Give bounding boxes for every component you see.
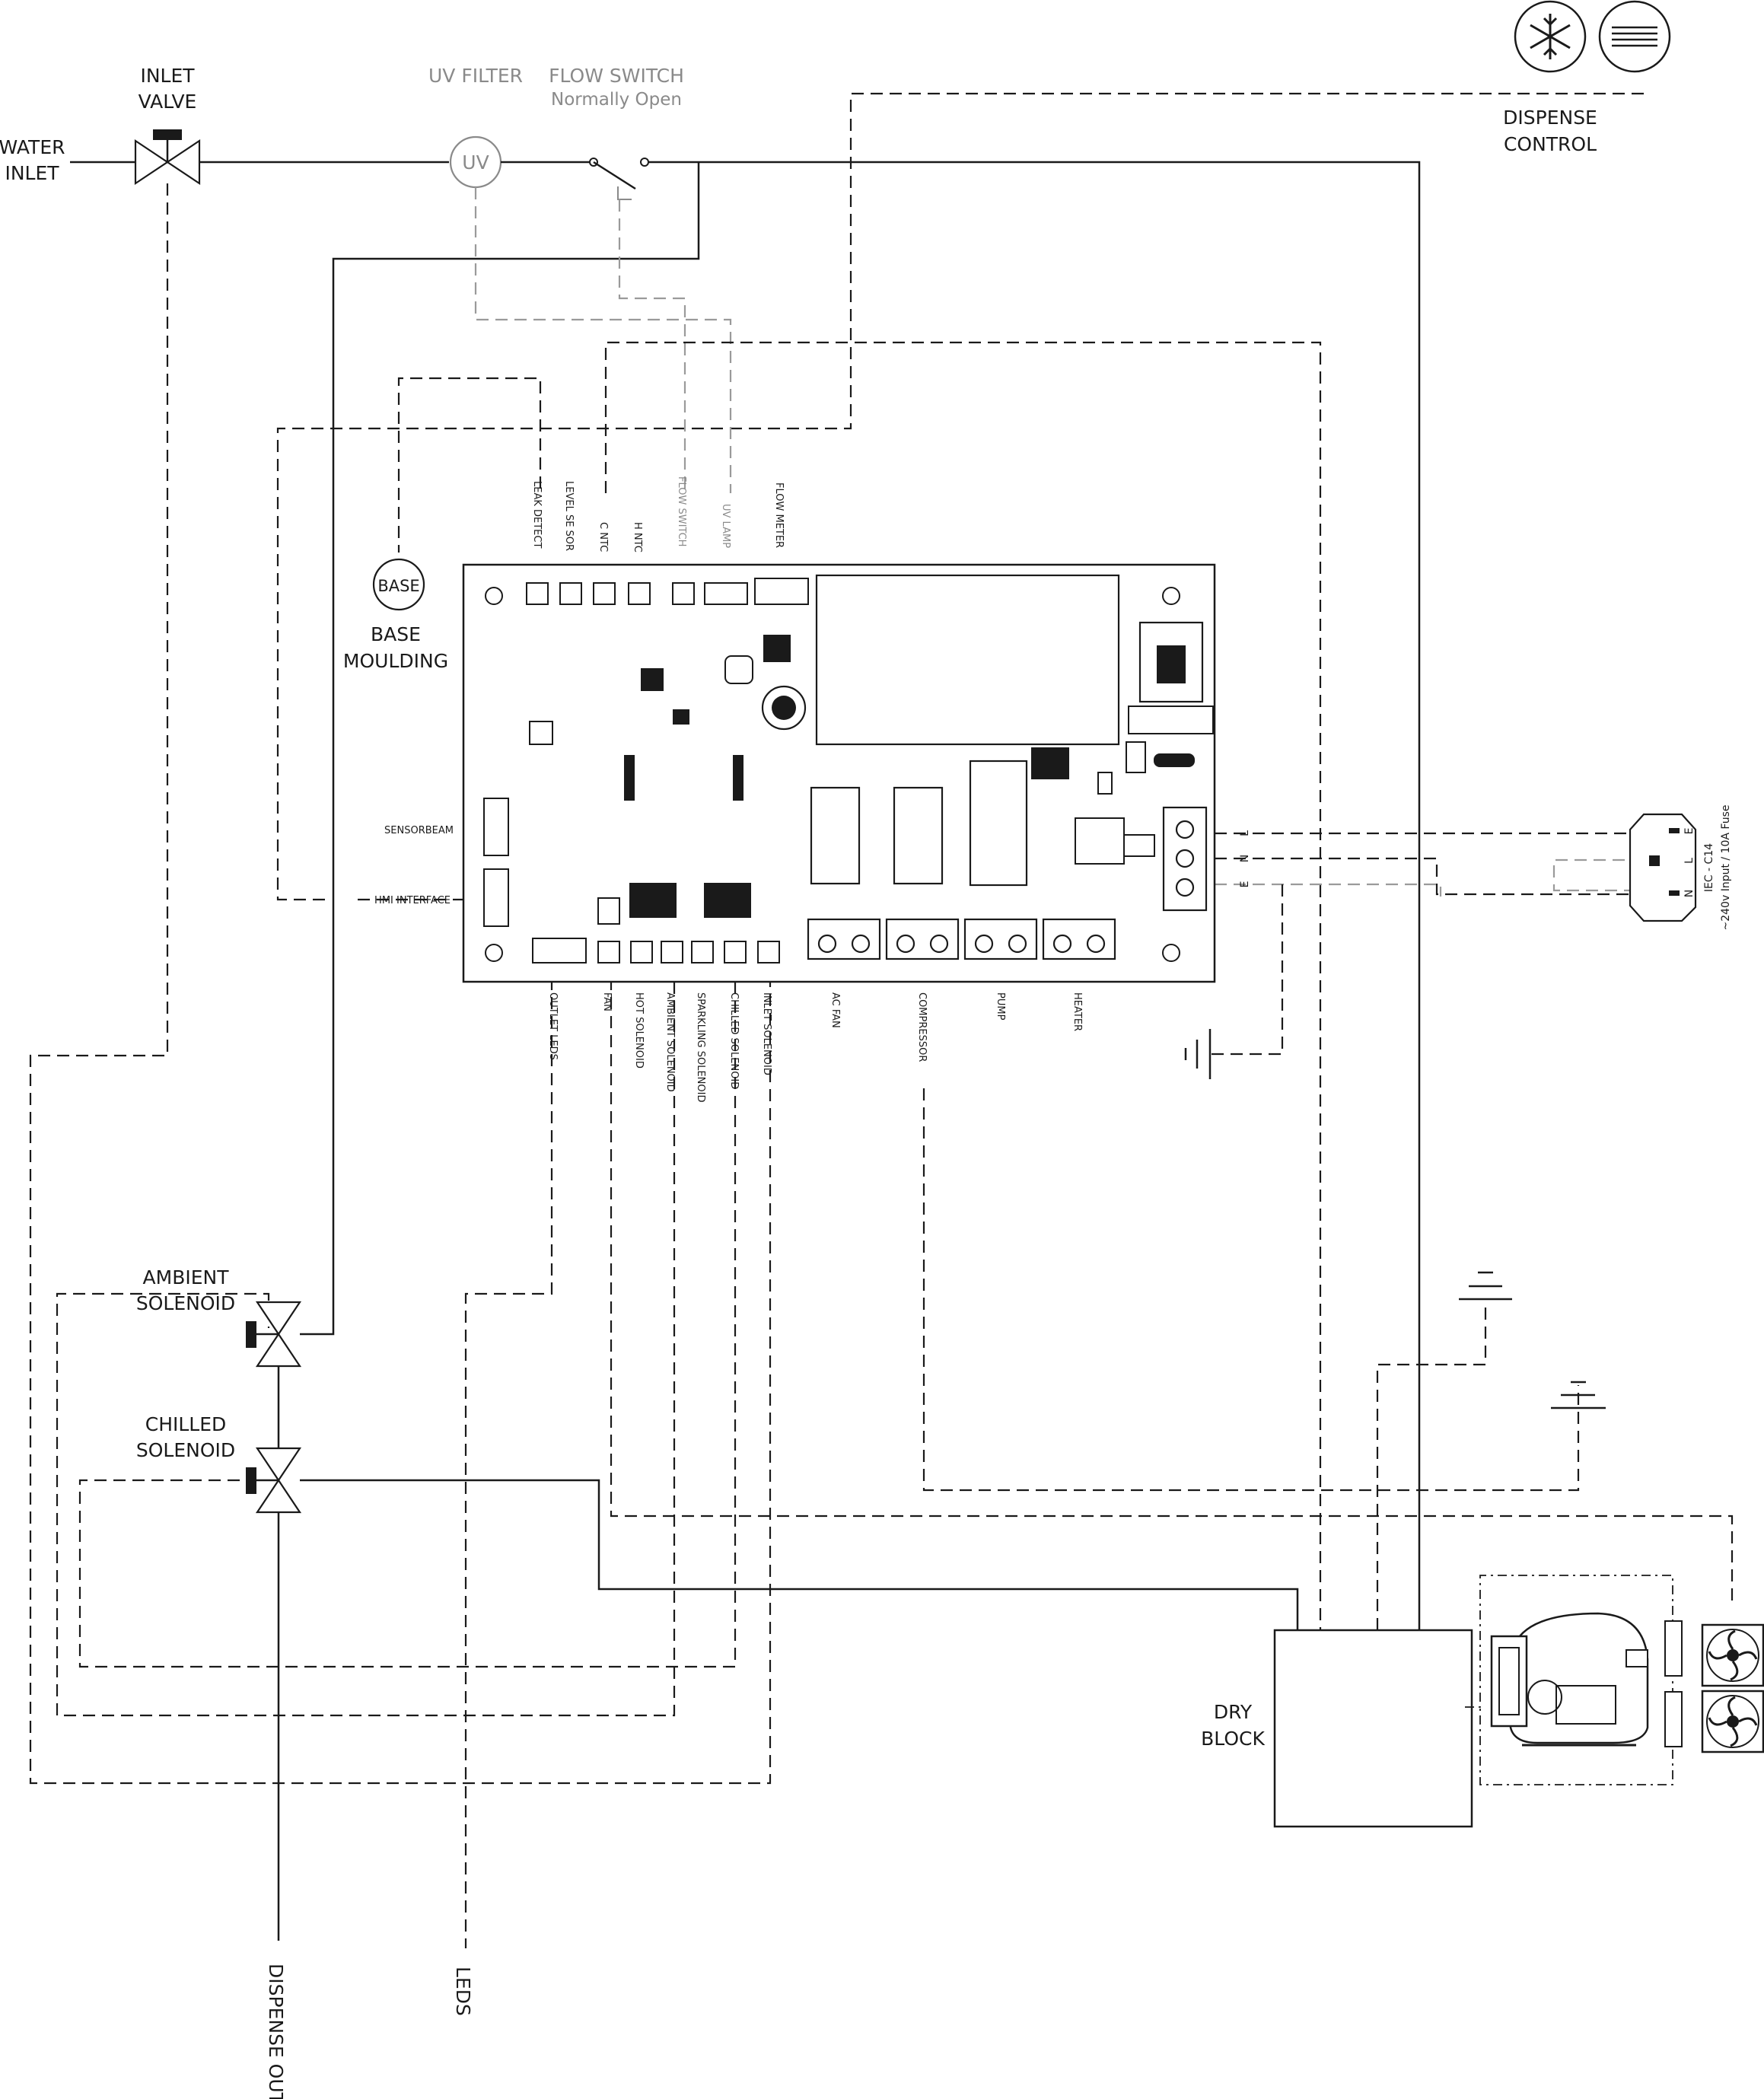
svg-text:H NTC: H NTC: [632, 522, 643, 553]
uv-filter: UV FILTER UV: [428, 65, 523, 189]
svg-text:PUMP: PUMP: [995, 992, 1006, 1021]
ambient-solenoid-wire: [56, 982, 676, 1717]
svg-text:AC FAN: AC FAN: [829, 992, 841, 1028]
bottom-connector-labels: OUTLET LEDS FAN HOT SOLENOID AMBIENT SOL…: [547, 992, 1083, 1102]
svg-text:INLET SOLENOID: INLET SOLENOID: [761, 992, 772, 1075]
svg-text:C NTC: C NTC: [597, 522, 609, 552]
ground-icon: [1184, 1029, 1212, 1079]
svg-text:E: E: [1239, 881, 1251, 888]
dispense-out-label: DISPENSE OUT: [265, 1964, 287, 2099]
power-terminal-labels: L N E: [1239, 830, 1251, 888]
svg-text:BASE: BASE: [371, 623, 421, 645]
fan-wire: [610, 978, 1734, 1606]
svg-text:FLOW SWITCH: FLOW SWITCH: [549, 65, 684, 87]
dry-block: DRY BLOCK: [1201, 1629, 1473, 1828]
svg-text:CHILLED: CHILLED: [145, 1413, 227, 1435]
dispense-control-label: DISPENSE CONTROL: [1503, 107, 1597, 155]
svg-text:N: N: [1239, 855, 1251, 862]
pipe-to-ambient-solenoid: [300, 162, 700, 1336]
svg-text:INLET: INLET: [5, 162, 59, 184]
ground-icon: [1459, 1271, 1512, 1301]
svg-text:SOLENOID: SOLENOID: [136, 1439, 235, 1461]
inlet-valve: INLET VALVE: [134, 65, 201, 186]
control-board: [462, 563, 1216, 983]
svg-text:LEAK DETECT: LEAK DETECT: [531, 481, 543, 548]
svg-text:INLET: INLET: [140, 65, 195, 87]
svg-text:HEATER: HEATER: [1071, 992, 1083, 1031]
pipe-to-dry-block: [648, 161, 1421, 1630]
svg-text:BASE: BASE: [377, 577, 419, 595]
svg-text:LEVEL SE SOR: LEVEL SE SOR: [563, 481, 575, 551]
svg-text:Normally Open: Normally Open: [551, 90, 682, 110]
dispense-control-wire: [276, 92, 1644, 901]
ambient-solenoid: AMBIENT SOLENOID: [136, 1266, 302, 1368]
svg-text:HOT SOLENOID: HOT SOLENOID: [633, 992, 645, 1069]
svg-text:~240v Input / 10A Fuse: ~240v Input / 10A Fuse: [1720, 805, 1732, 931]
svg-text:AMBIENT SOLENOID: AMBIENT SOLENOID: [664, 992, 676, 1092]
chilled-solenoid-wire: [78, 982, 737, 1668]
svg-text:MOULDING: MOULDING: [343, 650, 448, 672]
uv-lamp-wire: [474, 187, 732, 493]
top-connector-labels: LEAK DETECT LEVEL SE SOR C NTC H NTC FLO…: [531, 476, 785, 553]
iec-c14-inlet: E L N IEC - C14 ~240v Input / 10A Fuse: [1629, 805, 1732, 931]
fan-icon: [1701, 1623, 1764, 1687]
svg-text:SOLENOID: SOLENOID: [136, 1292, 235, 1314]
svg-text:AMBIENT: AMBIENT: [143, 1266, 230, 1288]
mains-wire-e: [1215, 883, 1442, 897]
svg-text:E: E: [1683, 828, 1696, 835]
mains-wire-e2: [1552, 858, 1644, 892]
svg-text:OUTLET LEDS: OUTLET LEDS: [547, 992, 559, 1060]
svg-text:FLOW METER: FLOW METER: [773, 483, 785, 548]
svg-text:FAN: FAN: [601, 992, 613, 1011]
chilled-water-pipe: [300, 1479, 1299, 1630]
heater-wire: [1376, 1305, 1487, 1630]
leds-label: LEDS: [452, 1967, 474, 2016]
svg-text:UV FILTER: UV FILTER: [428, 65, 523, 87]
svg-text:IEC - C14: IEC - C14: [1703, 843, 1715, 892]
base-moulding: BASE BASE MOULDING: [343, 558, 448, 672]
fan-icon: [1701, 1690, 1764, 1753]
svg-text:DRY: DRY: [1214, 1701, 1253, 1723]
menu-lines-icon: [1598, 0, 1671, 73]
outlet-leds-wire: [464, 978, 553, 1948]
svg-text:DISPENSE: DISPENSE: [1503, 107, 1597, 129]
refrigeration-enclosure: [1465, 1575, 1673, 1785]
earth-wire: [1210, 884, 1284, 1056]
svg-text:L: L: [1683, 858, 1696, 864]
flow-switch-wire: [618, 199, 686, 493]
compressor-wire: [922, 1088, 1580, 1492]
svg-text:CONTROL: CONTROL: [1504, 133, 1597, 155]
chilled-solenoid: CHILLED SOLENOID: [136, 1413, 302, 1514]
mains-wire-n: [1215, 857, 1644, 896]
sensorbeam-label: SENSORBEAM: [384, 825, 454, 836]
compressor-icon: [1490, 1612, 1649, 1747]
water-inlet-label: WATER INLET: [0, 136, 65, 184]
svg-text:UV: UV: [462, 151, 489, 174]
svg-text:N: N: [1683, 890, 1696, 897]
fan-heater-elements: [1664, 1620, 1683, 1747]
svg-text:SPARKLING SOLENOID: SPARKLING SOLENOID: [695, 992, 706, 1102]
inlet-valve-wire: [29, 183, 772, 1785]
hmi-interface-label: HMI INTERFACE: [374, 895, 451, 906]
flow-switch: FLOW SWITCH Normally Open: [549, 65, 684, 200]
svg-text:UV LAMP: UV LAMP: [720, 504, 731, 548]
svg-text:VALVE: VALVE: [139, 91, 197, 113]
svg-text:L: L: [1239, 830, 1251, 836]
leak-detect-wire: [397, 377, 542, 553]
svg-text:FLOW SWITCH: FLOW SWITCH: [676, 476, 687, 546]
svg-text:WATER: WATER: [0, 136, 65, 158]
svg-text:CHILLED SOLENOID: CHILLED SOLENOID: [728, 992, 740, 1089]
ground-icon: [1551, 1381, 1606, 1409]
snowflake-icon: [1514, 0, 1587, 73]
svg-text:BLOCK: BLOCK: [1201, 1728, 1265, 1750]
svg-text:COMPRESSOR: COMPRESSOR: [916, 992, 928, 1062]
ntc-wire: [604, 341, 1322, 1630]
